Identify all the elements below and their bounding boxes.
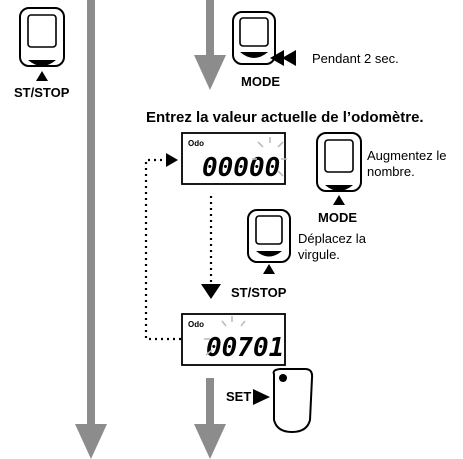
device-st-stop-icon (247, 209, 291, 274)
dotted-loop-arrow (144, 153, 181, 341)
increase-note-line1: Augmentez le (367, 148, 447, 163)
flow-line-left (75, 0, 107, 459)
mode-mid-label: MODE (318, 210, 357, 225)
odo-tag-second: Odo (188, 320, 204, 329)
device-mode-icon (316, 132, 362, 205)
mode-top-label: MODE (241, 74, 280, 89)
move-decimal-note-line1: Déplacez la (298, 231, 367, 246)
odo-digits-first: 00000 (202, 153, 280, 183)
flow-arrow-bottom-right (194, 378, 226, 459)
odo-screen-first: Odo 00000 (181, 132, 286, 185)
wireless-sensor-icon (272, 368, 314, 434)
dotted-arrow-down (201, 196, 221, 299)
heading: Entrez la valeur actuelle de l’odomètre. (146, 109, 424, 126)
odo-screen-second: Odo 00701 (181, 313, 286, 366)
flow-arrow-top-right (194, 0, 226, 90)
odo-tag-first: Odo (188, 139, 204, 148)
move-decimal-note-line2: virgule. (298, 247, 340, 262)
set-label: SET (226, 389, 251, 404)
blink-rays-second-icon (204, 316, 246, 356)
st-stop-mid-label: ST/STOP (231, 285, 287, 300)
blank-panel (346, 326, 463, 459)
blink-rays-first-icon (252, 137, 287, 177)
increase-note-line2: nombre. (367, 164, 415, 179)
set-arrow-icon (253, 389, 270, 405)
device-left-icon (19, 7, 65, 81)
device-top-icon (232, 11, 276, 65)
st-stop-left-label: ST/STOP (14, 85, 70, 100)
press-duration-note: Pendant 2 sec. (312, 51, 399, 66)
double-arrow-icon (270, 50, 296, 66)
odo-digits-second: 00701 (206, 333, 284, 363)
